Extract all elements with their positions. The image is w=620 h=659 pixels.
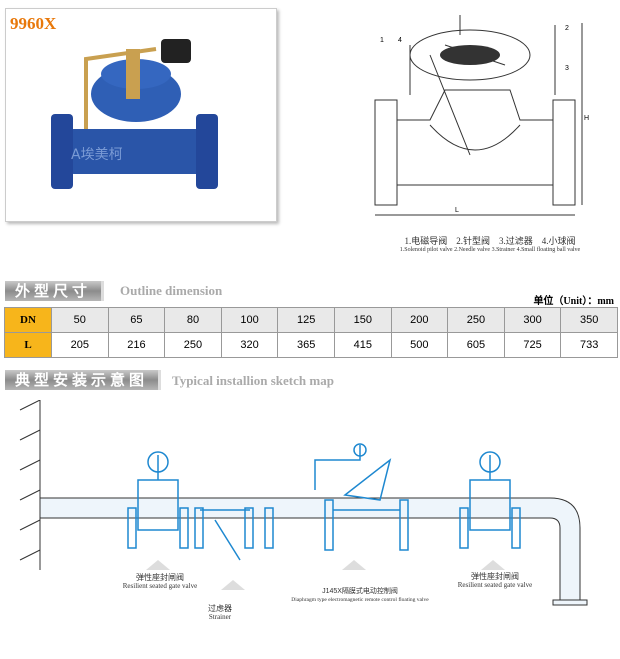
svg-text:3: 3 <box>565 65 569 72</box>
svg-text:1: 1 <box>380 37 384 44</box>
unit-label: 单位（Unit）：mm <box>533 296 614 307</box>
cell: 80 <box>164 307 222 333</box>
cell: 125 <box>277 307 335 333</box>
cell: 250 <box>447 307 505 333</box>
cell: 320 <box>220 332 279 358</box>
row-header: DN <box>4 307 52 333</box>
cell: 150 <box>333 307 392 333</box>
caption-en: 1.Solenoid pilot valve 2.Needle valve 3.… <box>399 247 581 253</box>
cell: 100 <box>220 307 279 333</box>
cell: 205 <box>51 332 109 358</box>
svg-text:A埃美柯: A埃美柯 <box>71 147 123 163</box>
outline-title-en: Outline dimension <box>120 283 223 298</box>
installation-sketch <box>19 400 588 606</box>
valve-dimension-drawing: 1 2 3 4 H L <box>374 15 589 216</box>
install-title-en: Typical installion sketch map <box>172 373 334 388</box>
cell: 415 <box>333 332 392 358</box>
cell: 365 <box>277 332 335 358</box>
cell: 250 <box>164 332 222 358</box>
model-title: 9960X <box>10 14 57 33</box>
outline-section-header: 外型尺寸 <box>5 281 105 301</box>
valve-photo-illustration: A埃美柯 <box>51 39 218 189</box>
cell: 50 <box>51 307 109 333</box>
caption-cn: 1.电磁导阀 2.针型阀 3.过滤器 4.小球阀 <box>404 236 576 246</box>
cell: 300 <box>503 307 562 333</box>
row-header: L <box>4 332 52 358</box>
cell: 350 <box>560 307 618 333</box>
product-photo: A埃美柯 <box>5 8 277 222</box>
cell: 605 <box>447 332 505 358</box>
cell: 216 <box>107 332 166 358</box>
svg-text:4: 4 <box>398 37 402 44</box>
cell: 733 <box>560 332 618 358</box>
svg-text:H: H <box>584 115 589 122</box>
cell: 200 <box>390 307 449 333</box>
cell: 65 <box>107 307 166 333</box>
cell: 725 <box>503 332 562 358</box>
drawing-caption: 1.电磁导阀 2.针型阀 3.过滤器 4.小球阀 1.Solenoid pilo… <box>360 234 620 253</box>
install-section-header: 典型安装示意图 <box>5 370 162 390</box>
cell: 500 <box>390 332 449 358</box>
svg-text:L: L <box>455 207 459 214</box>
svg-text:2: 2 <box>565 25 569 32</box>
